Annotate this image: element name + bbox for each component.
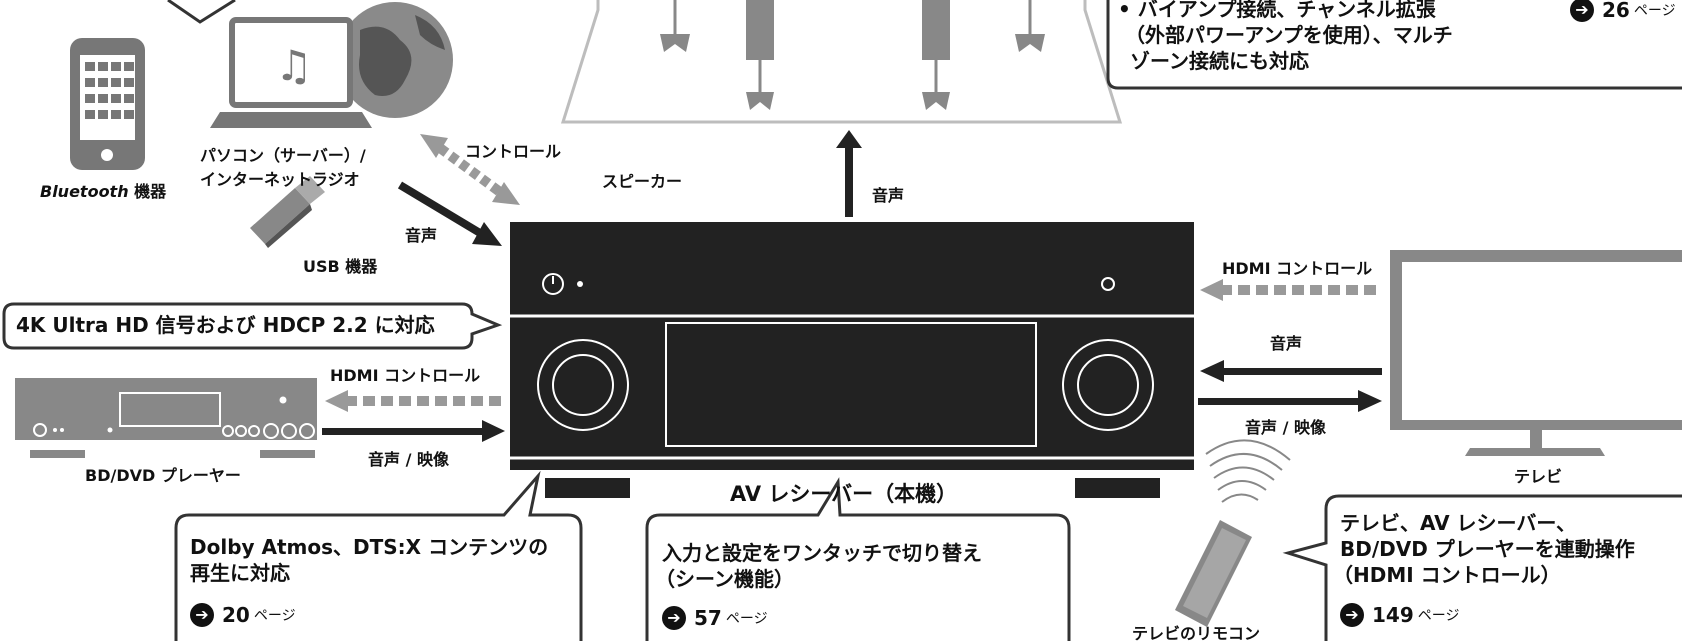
- callout-4k-text: 4K Ultra HD 信号および HDCP 2.2 に対応: [16, 313, 435, 337]
- hdmi-page-number: 149: [1372, 603, 1414, 627]
- bluetooth-italic: Bluetooth: [40, 182, 129, 201]
- feature-line-2: （外部パワーアンプを使用）、マルチ: [1125, 23, 1453, 47]
- callout-scene-line2: （シーン機能）: [655, 567, 794, 591]
- control-arrow: [420, 134, 520, 205]
- bluetooth-suffix: 機器: [128, 182, 167, 201]
- speaker-audio-label: 音声: [872, 186, 905, 205]
- feature-page-number: 26: [1602, 0, 1630, 22]
- callout-dolby-outline: [174, 470, 583, 641]
- hdmi-control-right-label: HDMI コントロール: [1222, 259, 1373, 278]
- callout-scene-line1: 入力と設定をワンタッチで切り替え: [662, 541, 982, 565]
- hdmi-page-unit: ページ: [1417, 608, 1460, 624]
- hdmi-control-arrow-left: [325, 390, 505, 412]
- dolby-page-number: 20: [222, 603, 250, 627]
- scene-page-number: 57: [694, 606, 722, 630]
- globe-icon: [337, 2, 453, 118]
- callout-dolby-line1: Dolby Atmos、DTS:X コンテンツの: [190, 535, 549, 559]
- receiver-label: AV レシーバー（本機）: [730, 482, 958, 506]
- av-right-label: 音声 / 映像: [1245, 418, 1326, 437]
- usb-label: USB 機器: [303, 257, 378, 276]
- speaker-room: [560, 0, 1123, 124]
- speakers-label: スピーカー: [602, 172, 683, 191]
- speaker-icons: [660, 0, 1045, 110]
- av-left-label: 音声 / 映像: [368, 450, 449, 469]
- remote-label: テレビのリモコン: [1132, 624, 1261, 643]
- tv-icon: [1390, 250, 1682, 456]
- callout-4k-outline: [2, 302, 503, 350]
- hdmi-control-arrow-right: [1200, 279, 1378, 301]
- pc-audio-arrow: [397, 181, 502, 246]
- page-arrow-icon: ➔: [1340, 603, 1364, 627]
- feature-box-outline: [1106, 0, 1682, 90]
- av-arrow-left: [322, 420, 505, 442]
- hdmi-control-left-label: HDMI コントロール: [330, 366, 481, 385]
- tv-label: テレビ: [1514, 467, 1563, 486]
- page-arrow-icon: ➔: [662, 606, 686, 630]
- bluetooth-label: Bluetooth 機器: [40, 178, 166, 202]
- bd-player-icon: [15, 378, 317, 458]
- feature-line-1: • バイアンプ接続、チャンネル拡張: [1118, 0, 1436, 21]
- usb-stick-icon: [250, 176, 325, 248]
- speaker-audio-arrow: [836, 130, 862, 217]
- callout-hdmi-line1: テレビ、AV レシーバー、: [1340, 511, 1577, 535]
- pc-label-line2: インターネットラジオ: [200, 170, 360, 189]
- svg-text:♫: ♫: [275, 41, 313, 90]
- smartphone-icon: [70, 38, 145, 170]
- audio-arrow-right: [1200, 360, 1382, 382]
- remote-icon: [1175, 439, 1291, 627]
- pc-audio-label: 音声: [405, 226, 438, 245]
- pc-label-line1: パソコン（サーバー）/: [200, 146, 366, 165]
- callout-remnant: [167, 0, 236, 24]
- av-receiver: [510, 222, 1194, 498]
- laptop-icon: ♫: [210, 17, 372, 128]
- bd-player-label: BD/DVD プレーヤー: [85, 466, 241, 485]
- dolby-page-unit: ページ: [253, 608, 296, 624]
- callout-hdmi-line3: （HDMI コントロール）: [1333, 563, 1561, 587]
- control-label: コントロール: [465, 142, 562, 161]
- av-arrow-right: [1198, 390, 1382, 412]
- callout-scene-outline: [645, 477, 1071, 641]
- scene-page-unit: ページ: [725, 611, 768, 627]
- page-arrow-icon: ➔: [1570, 0, 1594, 22]
- callout-hdmi-line2: BD/DVD プレーヤーを連動操作: [1340, 537, 1635, 561]
- callout-dolby-line2: 再生に対応: [190, 561, 290, 585]
- audio-right-label: 音声: [1270, 334, 1303, 353]
- callout-hdmi-outline: [1282, 494, 1682, 641]
- feature-line-3: ゾーン接続にも対応: [1130, 49, 1309, 73]
- feature-page-unit: ページ: [1633, 3, 1676, 19]
- page-arrow-icon: ➔: [190, 603, 214, 627]
